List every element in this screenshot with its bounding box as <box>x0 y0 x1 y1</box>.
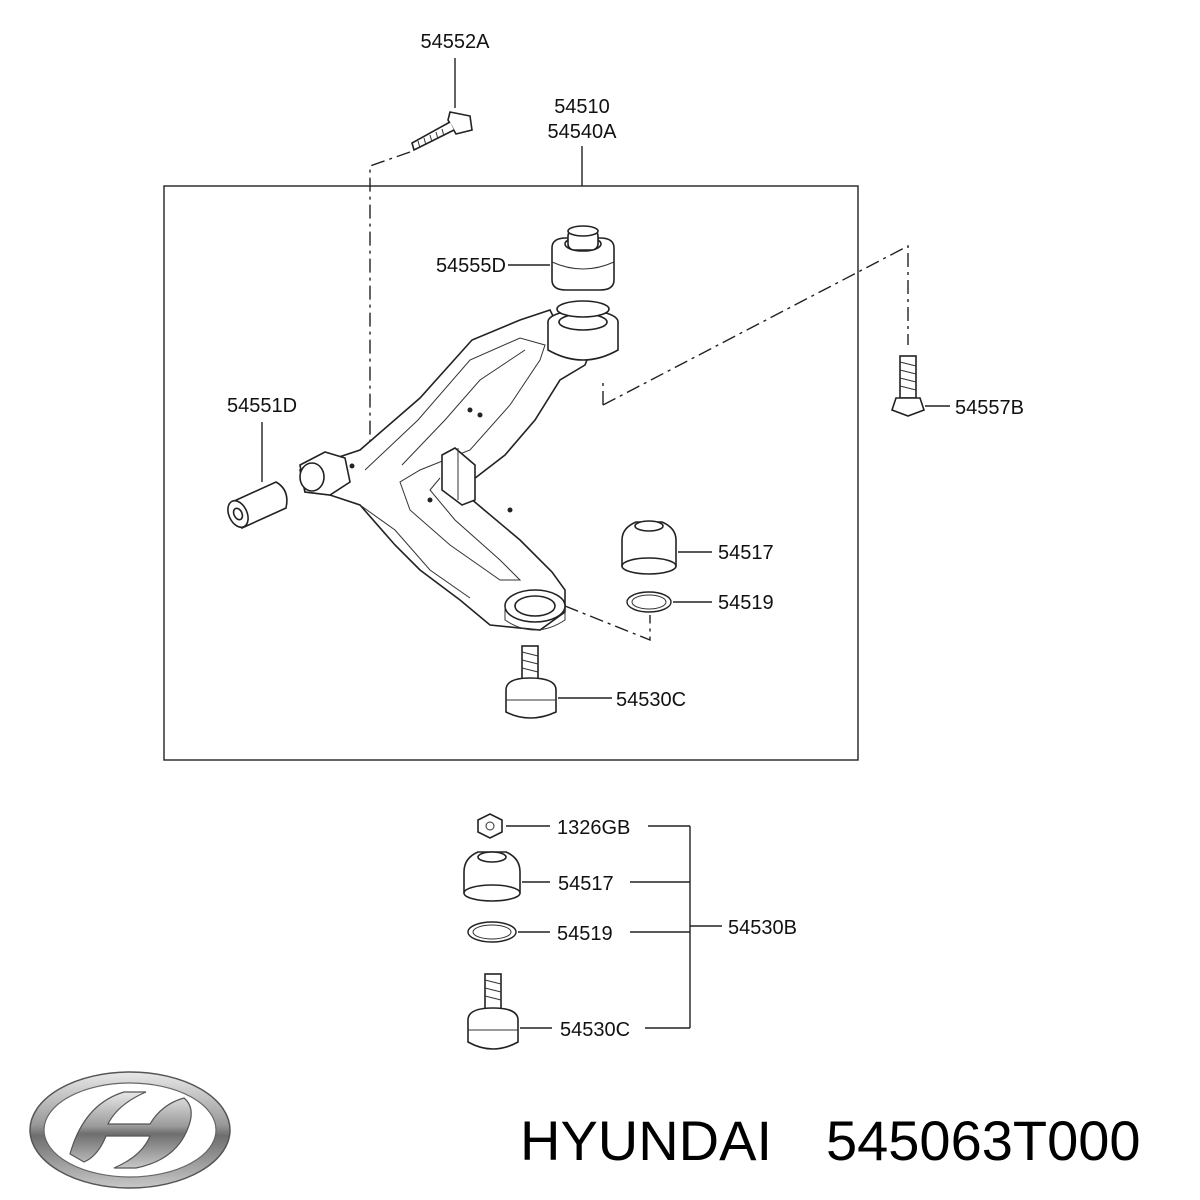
label-kit: 54530B <box>728 917 797 939</box>
label-kit-dust-cover: 54517 <box>558 873 614 895</box>
dust-cover-icon <box>621 520 677 575</box>
nut-icon <box>477 813 503 839</box>
label-ball-joint: 54530C <box>616 689 686 711</box>
label-kit-ball-joint: 54530C <box>560 1019 630 1041</box>
kit-snap-ring-icon <box>467 921 517 943</box>
label-kit-snap-ring: 54519 <box>557 923 613 945</box>
kit-dust-cover-icon <box>463 851 521 902</box>
label-bolt-top: 54552A <box>421 31 491 53</box>
label-arm-assy: 54510 <box>554 96 610 118</box>
label-kit-nut: 1326GB <box>557 817 630 839</box>
rear-bolt-icon <box>890 355 926 417</box>
label-rear-bolt: 54557B <box>955 397 1024 419</box>
part-number: 545063T000 <box>826 1109 1141 1172</box>
label-arm-assy-alt: 54540A <box>548 121 618 143</box>
bolt-icon <box>411 111 473 152</box>
lower-control-arm-icon <box>299 300 619 631</box>
kit-ball-joint-icon <box>467 973 519 1050</box>
rear-bushing-icon <box>227 481 288 530</box>
front-bushing-icon <box>551 225 615 291</box>
label-rear-bushing: 54551D <box>227 395 297 417</box>
assembly-frame <box>163 185 859 761</box>
brand-name: HYUNDAI <box>520 1109 772 1172</box>
hyundai-logo-icon <box>29 1071 231 1189</box>
snap-ring-icon <box>626 591 672 613</box>
label-front-bushing: 54555D <box>436 255 506 277</box>
label-snap-ring: 54519 <box>718 592 774 614</box>
ball-joint-icon <box>505 645 557 719</box>
label-dust-cover: 54517 <box>718 542 774 564</box>
